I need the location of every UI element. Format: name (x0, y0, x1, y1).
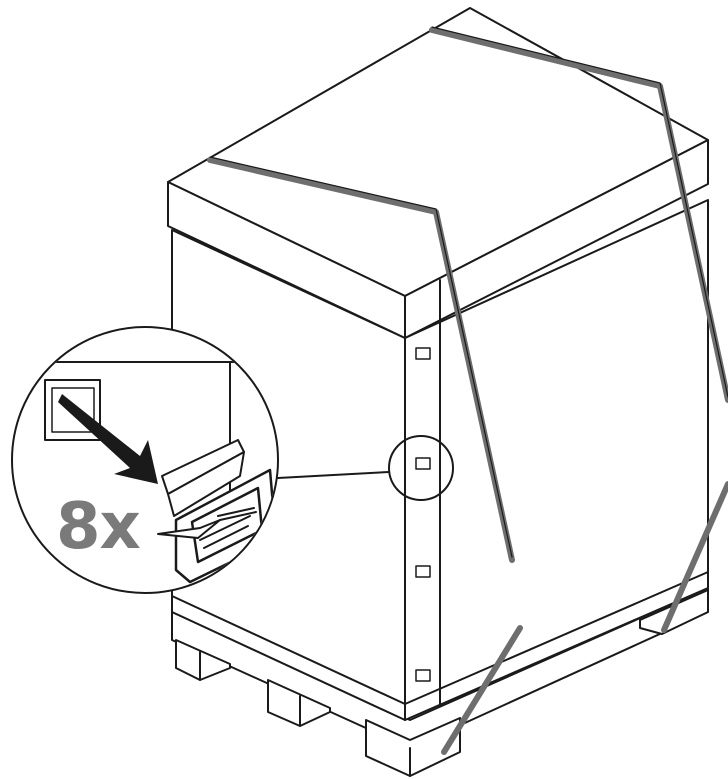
callout-leader-line (277, 471, 390, 479)
crate-clip-detail (157, 439, 277, 584)
lid-right-rim (404, 139, 709, 339)
detail-callout (11, 326, 279, 594)
crate-body (171, 199, 709, 721)
clips (415, 347, 431, 682)
quantity-label: 8x (56, 490, 141, 564)
detail-marker-circle (388, 435, 454, 501)
pallet-block-left (175, 639, 231, 681)
strap-back (429, 27, 728, 403)
pallet (171, 587, 709, 777)
base-rim-right (404, 571, 709, 705)
crate-clip-icon (415, 347, 431, 360)
crate-lid (167, 7, 709, 339)
strap-lower-left (441, 625, 523, 755)
crate-clip-icon (415, 565, 431, 578)
crate-clip-icon (415, 457, 431, 470)
strap-lower-right (661, 481, 728, 633)
crate-clip-icon (415, 669, 431, 682)
strap-front (207, 157, 515, 563)
straps (207, 27, 728, 755)
pallet-block-front (365, 717, 461, 777)
base-rim-left (171, 595, 406, 705)
push-arrow-icon (58, 394, 158, 484)
